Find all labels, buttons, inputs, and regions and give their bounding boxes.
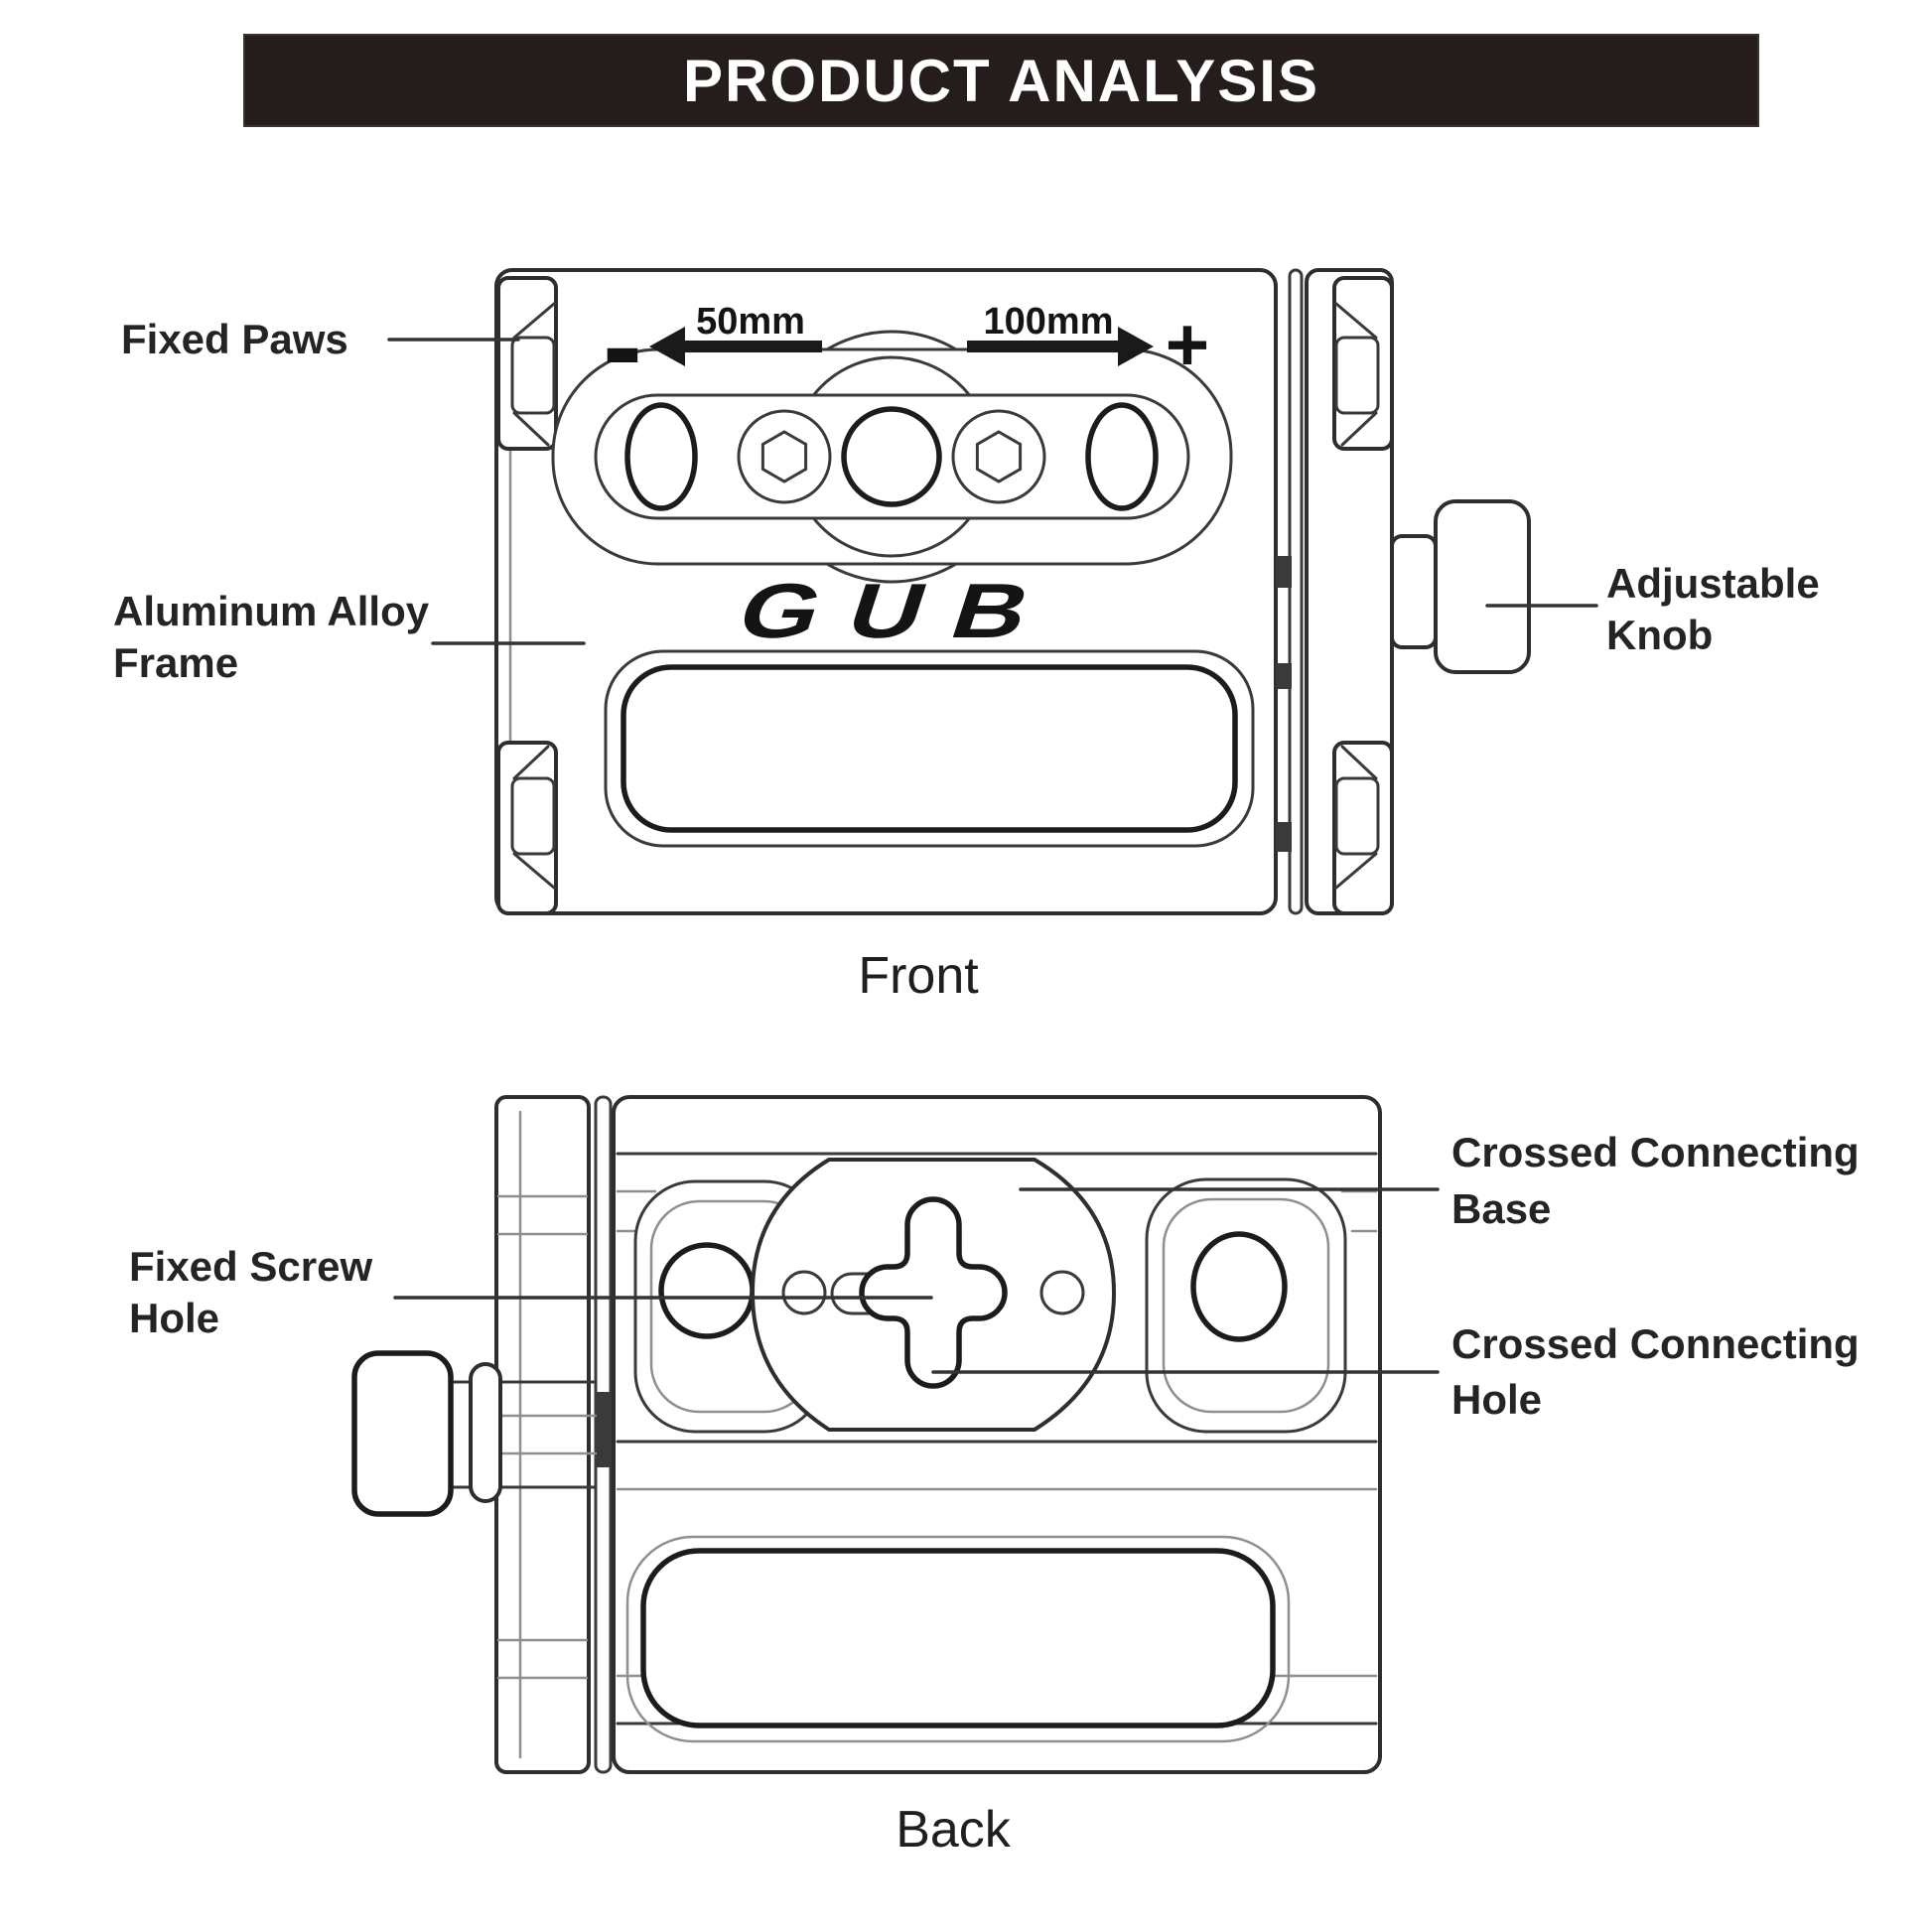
arrow-left-shaft [683,341,822,352]
bolt-left-hex [760,430,808,483]
label-base-line2: Base [1451,1185,1551,1232]
page-title: PRODUCT ANALYSIS [683,47,1319,114]
measure-50mm: 50mm [696,301,805,343]
back-body-lines [496,1152,1378,1725]
label-screw-line2: Hole [129,1295,219,1341]
label-hole-line2: Hole [1451,1376,1542,1423]
gub-logo-text: GUB [728,568,1072,654]
divider-clamp-pin [597,1392,610,1467]
front-view: - 50mm 100mm + GUB Fixed [113,268,1820,1005]
measure-annotation-left: - 50mm [603,279,822,412]
arrow-left-head-icon [649,327,685,366]
hinge-pin-middle [1276,663,1292,689]
bolt-right-ring [951,409,1046,504]
left-rail-hole [658,1242,756,1339]
fixed-paw-bottom-left [496,741,558,915]
measure-annotation-right: 100mm + [967,301,1209,387]
back-window-inner [640,1548,1276,1728]
gub-logo: GUB [728,568,1072,654]
hinge-pin-top [1276,556,1292,588]
back-left-strip [494,1095,591,1774]
back-caption: Back [896,1801,1012,1859]
bolt-right-hex [975,430,1023,483]
label-knob-line2: Knob [1606,612,1713,658]
label-base-line1: Crossed Connecting [1451,1129,1860,1175]
front-window-inner [621,664,1238,833]
label-fixed-paws: Fixed Paws [121,316,348,362]
label-frame-line1: Aluminum Alloy [113,588,430,634]
adjustable-knob [1434,499,1531,674]
label-knob-line1: Adjustable [1606,560,1820,607]
label-hole-line1: Crossed Connecting [1451,1320,1860,1367]
bolt-left-ring [737,409,832,504]
center-mount-hole [841,406,942,507]
slide-hole-left [624,402,698,511]
measure-100mm: 100mm [984,301,1114,343]
back-knob [351,1350,454,1517]
plus-sign: + [1166,303,1209,387]
label-frame-line2: Frame [113,639,238,686]
front-clamp-strip [1288,268,1304,915]
front-slide-boss [551,330,1233,584]
small-screw-hole-right [1039,1270,1085,1315]
fixed-paw-top-right [1332,276,1394,451]
back-window-outer [625,1535,1291,1743]
slide-hole-right [1085,402,1159,511]
fixed-paw-bottom-right [1332,741,1394,915]
fixed-paw-top-left [496,276,558,451]
front-caption: Front [858,947,979,1005]
arrow-right-head-icon [1118,327,1154,366]
arrow-right-shaft [967,341,1118,352]
title-banner: PRODUCT ANALYSIS [243,34,1759,127]
right-rail-hole [1190,1231,1288,1342]
back-knob-collar [469,1362,502,1503]
right-hole-frame-inner [1162,1197,1330,1414]
back-view: Fixed Screw Hole Crossed Connecting Base… [129,1095,1860,1859]
minus-sign: - [603,279,642,412]
small-screw-hole-left [781,1270,827,1315]
crossed-connecting-hole [859,1196,1008,1389]
hinge-pin-bottom [1276,822,1292,852]
label-screw-line1: Fixed Screw [129,1243,372,1290]
knob-collar [1390,534,1438,649]
